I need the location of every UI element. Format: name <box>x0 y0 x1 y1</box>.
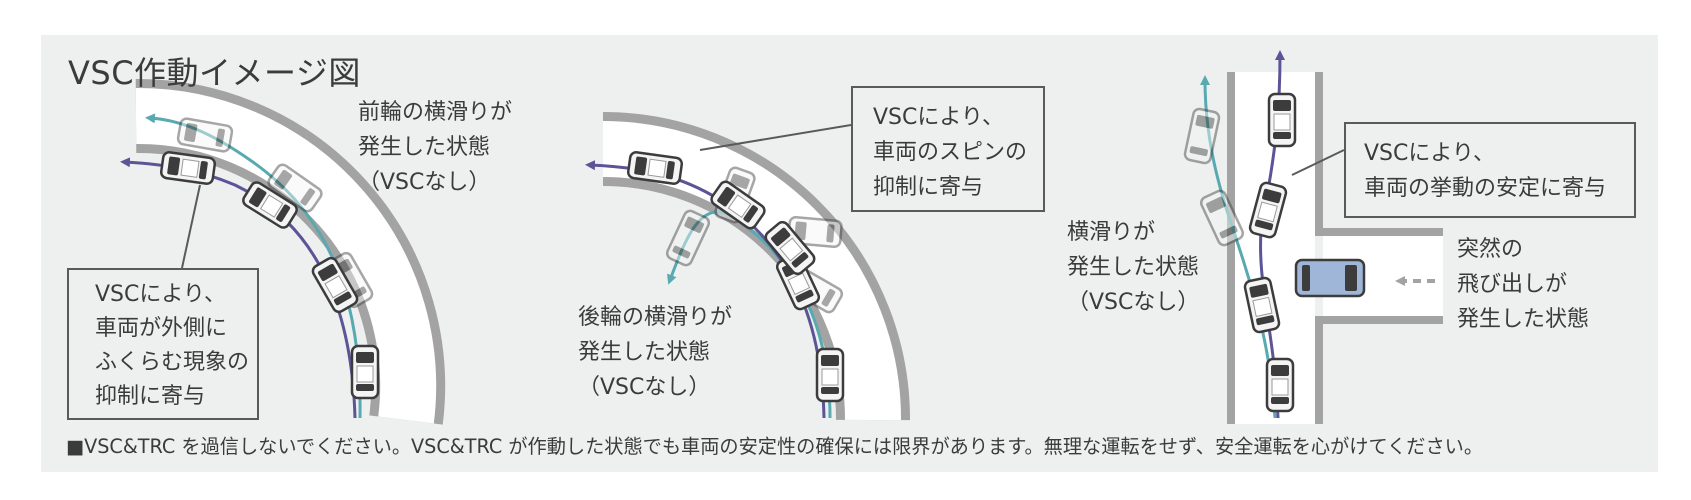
scene1-car <box>350 344 380 400</box>
callout-line: VSCにより、 <box>1364 141 1496 166</box>
scene3-vsc-callout: VSCにより、 車両の挙動の安定に寄与 <box>1344 122 1636 218</box>
scene2-callout-line <box>699 124 852 151</box>
label-line: 横滑りが <box>1067 220 1156 245</box>
callout-line: 抑制に寄与 <box>95 384 206 409</box>
scene3-road <box>1227 72 1443 424</box>
callout-line: VSCにより、 <box>95 282 227 307</box>
label-line: 発生した状態 <box>1457 307 1590 332</box>
scene2-vsc-callout: VSCにより、 車両のスピンの 抑制に寄与 <box>851 86 1045 212</box>
callout-line: 車両の挙動の安定に寄与 <box>1364 176 1607 201</box>
callout-line: 抑制に寄与 <box>873 175 984 200</box>
scene1-state-label: 前輪の横滑りが 発生した状態 （VSCなし） <box>358 95 512 200</box>
disclaimer-note: ■VSC&TRC を過信しないでください。VSC&TRC が作動した状態でも車両… <box>66 435 1484 458</box>
figure-title: VSC作動イメージ図 <box>68 54 361 92</box>
scene3-state-label: 横滑りが 発生した状態 （VSCなし） <box>1067 215 1199 320</box>
scene3-car <box>1267 92 1297 148</box>
scene3-obstacle-label: 突然の 飛び出しが 発生した状態 <box>1457 232 1589 337</box>
label-line: 発生した状態 <box>578 340 711 365</box>
label-line: 飛び出しが <box>1457 272 1568 297</box>
label-line: （VSCなし） <box>358 170 491 195</box>
scene2-car <box>626 150 684 186</box>
scene2-ghost-car <box>663 207 713 269</box>
label-line: 後輪の横滑りが <box>578 305 733 330</box>
scene3-callout-line <box>1291 149 1345 176</box>
label-line: （VSCなし） <box>578 375 711 400</box>
scene3-obstacle-car <box>1294 258 1366 298</box>
scene1-vsc-callout: VSCにより、 車両が外側に ふくらむ現象の 抑制に寄与 <box>67 268 259 420</box>
callout-line: 車両のスピンの <box>873 140 1028 165</box>
scene2-state-label: 後輪の横滑りが 発生した状態 （VSCなし） <box>578 300 732 405</box>
label-line: 発生した状態 <box>1067 255 1200 280</box>
label-line: 発生した状態 <box>358 135 491 160</box>
scene1-car <box>159 150 217 186</box>
scene2-car <box>815 347 845 403</box>
label-line: 突然の <box>1457 237 1524 262</box>
callout-line: ふくらむ現象の <box>95 350 250 375</box>
scene3-ghost-car <box>1182 106 1222 166</box>
label-line: （VSCなし） <box>1067 290 1200 315</box>
callout-line: VSCにより、 <box>873 105 1005 130</box>
callout-line: 車両が外側に <box>95 316 228 341</box>
scene1-callout-line <box>181 184 201 269</box>
label-line: 前輪の横滑りが <box>358 100 513 125</box>
scene3-car <box>1265 357 1295 413</box>
